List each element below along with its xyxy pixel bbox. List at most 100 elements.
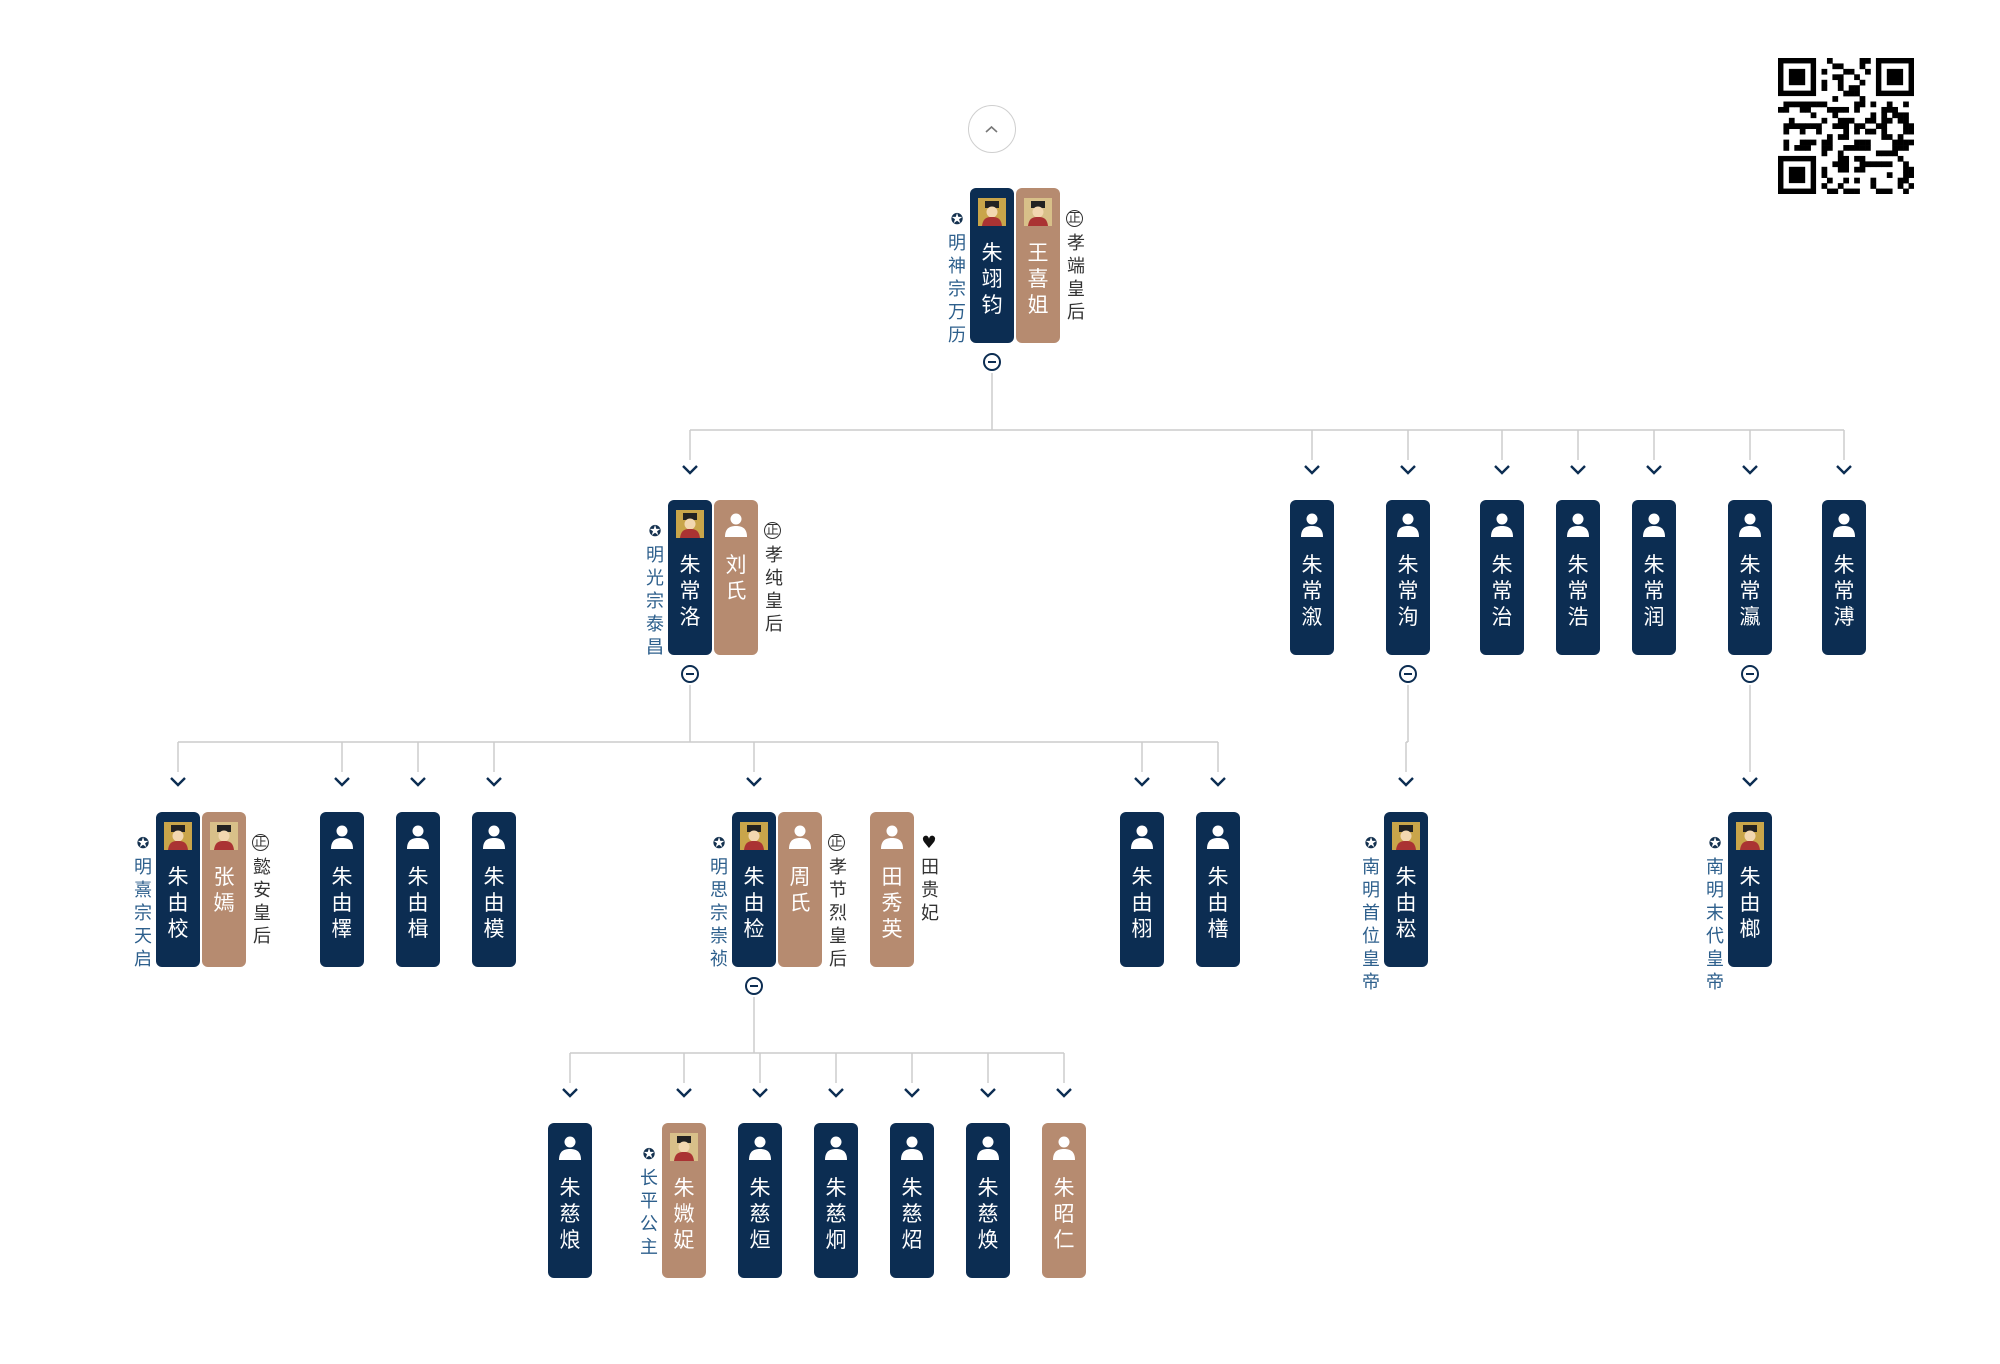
person-card[interactable]: 朱由橏: [1196, 812, 1240, 967]
person-name: 朱常洛: [679, 553, 701, 629]
spouse-title: 孝节烈皇后: [829, 857, 847, 970]
zheng-icon: 正: [828, 834, 845, 851]
person-card[interactable]: 朱由栩: [1120, 812, 1164, 967]
spouse-card[interactable]: 王喜姐: [1016, 188, 1060, 343]
person-card[interactable]: 朱由崧: [1384, 812, 1428, 967]
person-card[interactable]: 朱常治: [1480, 500, 1524, 655]
person-card[interactable]: 朱常洛: [668, 500, 712, 655]
person-icon: [1830, 510, 1858, 538]
collapse-toggle[interactable]: [983, 353, 1001, 371]
spouse-card[interactable]: 张嫣: [202, 812, 246, 967]
person-name: 朱由栩: [1131, 865, 1153, 941]
person-title: 南明首位皇帝: [1362, 857, 1380, 993]
chevron-down-icon[interactable]: [676, 1088, 692, 1098]
star-icon: ✪: [950, 210, 964, 228]
star-icon: ✪: [1708, 834, 1722, 852]
chevron-down-icon[interactable]: [1400, 465, 1416, 475]
chevron-down-icon[interactable]: [1056, 1088, 1072, 1098]
chevron-down-icon[interactable]: [1742, 777, 1758, 787]
person-icon: [1640, 510, 1668, 538]
person-card[interactable]: 朱慈烺: [548, 1123, 592, 1278]
portrait-icon: [1392, 822, 1420, 850]
person-name: 朱由楫: [407, 865, 429, 941]
chevron-down-icon[interactable]: [1304, 465, 1320, 475]
person-name: 张嫣: [213, 865, 235, 915]
collapse-toggle[interactable]: [1399, 665, 1417, 683]
person-name: 朱慈烺: [559, 1176, 581, 1252]
person-name: 朱慈炯: [825, 1176, 847, 1252]
chevron-down-icon[interactable]: [410, 777, 426, 787]
spouse-card[interactable]: 田秀英: [870, 812, 914, 967]
portrait-icon: [164, 822, 192, 850]
chevron-down-icon[interactable]: [904, 1088, 920, 1098]
chevron-down-icon[interactable]: [1742, 465, 1758, 475]
chevron-down-icon[interactable]: [1836, 465, 1852, 475]
person-card[interactable]: 朱由楫: [396, 812, 440, 967]
person-card[interactable]: 朱慈焕: [966, 1123, 1010, 1278]
person-card[interactable]: 朱由检: [732, 812, 776, 967]
chevron-down-icon[interactable]: [1210, 777, 1226, 787]
chevron-down-icon[interactable]: [1134, 777, 1150, 787]
spouse-title: 懿安皇后: [253, 857, 271, 947]
chevron-down-icon[interactable]: [828, 1088, 844, 1098]
person-card[interactable]: 朱媺娖: [662, 1123, 706, 1278]
person-name: 朱由榔: [1739, 865, 1761, 941]
person-icon: [974, 1133, 1002, 1161]
chevron-down-icon[interactable]: [752, 1088, 768, 1098]
person-card[interactable]: 朱慈炯: [814, 1123, 858, 1278]
person-card[interactable]: 朱慈烜: [738, 1123, 782, 1278]
portrait-icon: [1736, 822, 1764, 850]
star-icon: ✪: [712, 834, 726, 852]
person-title: 明神宗万历: [948, 233, 966, 346]
spouse-title: 孝端皇后: [1067, 233, 1085, 323]
expand-ancestors-button[interactable]: [968, 105, 1016, 153]
person-card[interactable]: 朱常溥: [1822, 500, 1866, 655]
portrait-icon: [1024, 198, 1052, 226]
person-icon: [556, 1133, 584, 1161]
collapse-toggle[interactable]: [1741, 665, 1759, 683]
person-icon: [404, 822, 432, 850]
person-card[interactable]: 朱常洵: [1386, 500, 1430, 655]
chevron-down-icon[interactable]: [170, 777, 186, 787]
person-card[interactable]: 朱昭仁: [1042, 1123, 1086, 1278]
person-name: 朱由橏: [1207, 865, 1229, 941]
person-name: 刘氏: [725, 553, 747, 603]
person-name: 朱慈炤: [901, 1176, 923, 1252]
person-card[interactable]: 朱由模: [472, 812, 516, 967]
chevron-down-icon[interactable]: [1646, 465, 1662, 475]
person-name: 朱由檡: [331, 865, 353, 941]
person-card[interactable]: 朱由榔: [1728, 812, 1772, 967]
person-card[interactable]: 朱慈炤: [890, 1123, 934, 1278]
spouse-card[interactable]: 周氏: [778, 812, 822, 967]
chevron-down-icon[interactable]: [562, 1088, 578, 1098]
person-card[interactable]: 朱由校: [156, 812, 200, 967]
portrait-icon: [676, 510, 704, 538]
person-card[interactable]: 朱翊钧: [970, 188, 1014, 343]
chevron-down-icon[interactable]: [334, 777, 350, 787]
person-icon: [898, 1133, 926, 1161]
chevron-down-icon[interactable]: [682, 465, 698, 475]
spouse-card[interactable]: 刘氏: [714, 500, 758, 655]
chevron-down-icon[interactable]: [1398, 777, 1414, 787]
chevron-down-icon[interactable]: [980, 1088, 996, 1098]
chevron-down-icon[interactable]: [1494, 465, 1510, 475]
person-icon: [1050, 1133, 1078, 1161]
person-icon: [878, 822, 906, 850]
chevron-down-icon[interactable]: [1570, 465, 1586, 475]
heart-icon: ♥: [921, 833, 937, 853]
collapse-toggle[interactable]: [745, 977, 763, 995]
person-name: 朱翊钧: [981, 241, 1003, 317]
collapse-toggle[interactable]: [681, 665, 699, 683]
chevron-down-icon[interactable]: [486, 777, 502, 787]
person-card[interactable]: 朱由檡: [320, 812, 364, 967]
person-title: 长平公主: [640, 1168, 658, 1258]
person-card[interactable]: 朱常润: [1632, 500, 1676, 655]
person-name: 周氏: [789, 865, 811, 915]
chevron-down-icon[interactable]: [746, 777, 762, 787]
person-card[interactable]: 朱常溆: [1290, 500, 1334, 655]
person-card[interactable]: 朱常浩: [1556, 500, 1600, 655]
person-name: 朱常治: [1491, 553, 1513, 629]
person-card[interactable]: 朱常瀛: [1728, 500, 1772, 655]
